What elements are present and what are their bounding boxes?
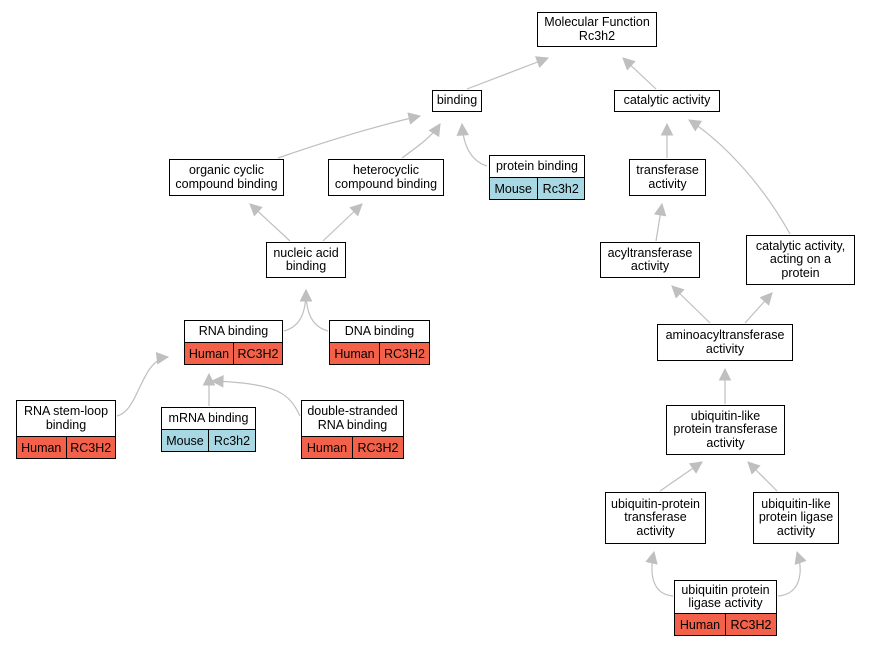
annotation-species: Human — [330, 343, 379, 364]
arrowhead-catalytic-on-protein-to-catalytic-activity — [688, 119, 703, 132]
arrowhead-rna-stem-loop-to-rna-binding — [155, 351, 170, 365]
node-binding[interactable]: binding — [432, 90, 482, 112]
node-transferase-activity[interactable]: transferase activity — [629, 159, 706, 196]
annotation-species: Human — [17, 437, 66, 458]
arrowhead-binding-to-molecular-function — [535, 56, 550, 69]
edge-dsrna-binding-to-rna-binding — [211, 380, 301, 417]
arrowhead-mrna-binding-to-rna-binding — [202, 372, 216, 386]
node-label: catalytic activity — [614, 90, 720, 112]
node-label: acyltransferase activity — [600, 242, 700, 278]
arrowhead-organic-cyclic-to-binding — [407, 112, 422, 125]
annotation-row: Human RC3H2 — [329, 343, 430, 365]
annotation-row: Human RC3H2 — [184, 343, 283, 365]
node-acyltransferase-activity[interactable]: acyltransferase activity — [600, 242, 700, 278]
annotation-species: Mouse — [162, 430, 208, 451]
node-label: RNA stem-loop binding — [16, 400, 116, 437]
node-rna-binding[interactable]: RNA binding Human RC3H2 — [184, 320, 283, 365]
annotation-gene: RC3H2 — [379, 343, 429, 364]
node-mrna-binding[interactable]: mRNA binding Mouse Rc3h2 — [161, 407, 256, 452]
node-label: organic cyclic compound binding — [169, 159, 284, 196]
annotation-gene: RC3H2 — [65, 437, 115, 458]
node-label: aminoacyltransferase activity — [657, 324, 793, 361]
arrowhead-nucleic-acid-binding-to-heterocyclic — [349, 203, 363, 217]
node-label: mRNA binding — [161, 407, 256, 430]
node-rna-stem-loop-binding[interactable]: RNA stem-loop binding Human RC3H2 — [16, 400, 116, 459]
arrowhead-transferase-activity-to-catalytic-activity — [660, 122, 674, 136]
annotation-gene: Rc3h2 — [536, 178, 584, 199]
annotation-row: Human RC3H2 — [16, 437, 116, 459]
node-label: transferase activity — [629, 159, 706, 196]
node-label: nucleic acid binding — [266, 242, 346, 278]
arrowhead-aminoacyltransferase-to-catalytic-on-protein — [759, 292, 773, 306]
node-ubiquitin-protein-transferase-activity[interactable]: ubiquitin-protein transferase activity — [605, 492, 706, 544]
node-label: ubiquitin-protein transferase activity — [605, 492, 706, 544]
node-aminoacyltransferase-activity[interactable]: aminoacyltransferase activity — [657, 324, 793, 361]
arrowhead-dsrna-binding-to-rna-binding — [210, 375, 224, 388]
annotation-row: Human RC3H2 — [674, 614, 777, 636]
arrowhead-ubl-transferase-to-aminoacyltransferase — [718, 367, 732, 381]
node-label: ubiquitin-like protein transferase activ… — [666, 405, 785, 455]
node-label: catalytic activity, acting on a protein — [746, 235, 855, 285]
node-organic-cyclic-compound-binding[interactable]: organic cyclic compound binding — [169, 159, 284, 196]
arrowhead-protein-binding-to-binding — [456, 122, 470, 136]
node-label: RNA binding — [184, 320, 283, 343]
node-label: ubiquitin protein ligase activity — [674, 580, 777, 614]
arrowhead-ub-ligase-to-ubl-ligase — [794, 550, 807, 565]
arrowhead-catalytic-activity-to-molecular-function — [622, 57, 636, 71]
arrowhead-acyltransferase-activity-to-transferase-activity — [653, 202, 667, 217]
node-label: heterocyclic compound binding — [328, 159, 444, 196]
annotation-row: Mouse Rc3h2 — [161, 430, 256, 452]
node-protein-binding[interactable]: protein binding Mouse Rc3h2 — [489, 155, 585, 200]
arrowhead-ub-transferase-to-ubl-transferase — [688, 461, 703, 474]
node-double-stranded-rna-binding[interactable]: double-stranded RNA binding Human RC3H2 — [301, 400, 404, 459]
arrowhead-ubl-ligase-to-ubl-transferase — [747, 461, 761, 475]
arrowhead-heterocyclic-to-binding — [428, 123, 441, 138]
annotation-row: Mouse Rc3h2 — [489, 178, 585, 200]
node-label: binding — [432, 90, 482, 112]
node-heterocyclic-compound-binding[interactable]: heterocyclic compound binding — [328, 159, 444, 196]
annotation-species: Human — [302, 437, 352, 458]
node-catalytic-activity-acting-on-protein[interactable]: catalytic activity, acting on a protein — [746, 235, 855, 285]
node-catalytic-activity[interactable]: catalytic activity — [614, 90, 720, 112]
node-label: DNA binding — [329, 320, 430, 343]
edge-binding-to-molecular-function — [466, 57, 549, 90]
annotation-gene: Rc3h2 — [208, 430, 255, 451]
edge-catalytic-on-protein-to-catalytic-activity — [688, 119, 791, 235]
node-dna-binding[interactable]: DNA binding Human RC3H2 — [329, 320, 430, 365]
annotation-species: Mouse — [490, 178, 537, 199]
annotation-species: Human — [185, 343, 233, 364]
node-label: protein binding — [489, 155, 585, 178]
arrowhead-aminoacyltransferase-to-acyltransferase-activity — [671, 285, 685, 299]
arrowhead-nucleic-acid-binding-to-organic-cyclic — [249, 203, 263, 217]
node-label: double-stranded RNA binding — [301, 400, 404, 437]
annotation-gene: RC3H2 — [725, 614, 776, 635]
arrowhead-dna-binding-to-nucleic-acid-binding — [299, 288, 313, 302]
edge-organic-cyclic-to-binding — [277, 115, 421, 159]
annotation-gene: RC3H2 — [233, 343, 282, 364]
annotation-gene: RC3H2 — [352, 437, 403, 458]
annotation-row: Human RC3H2 — [301, 437, 404, 459]
node-ubiquitin-like-protein-ligase-activity[interactable]: ubiquitin-like protein ligase activity — [753, 492, 839, 544]
arrowhead-ub-ligase-to-ub-transferase — [645, 550, 658, 565]
node-ubiquitin-protein-ligase-activity[interactable]: ubiquitin protein ligase activity Human … — [674, 580, 777, 636]
annotation-species: Human — [675, 614, 725, 635]
node-ubiquitin-like-protein-transferase-activity[interactable]: ubiquitin-like protein transferase activ… — [666, 405, 785, 455]
node-label: Molecular Function Rc3h2 — [537, 12, 657, 47]
node-label: ubiquitin-like protein ligase activity — [753, 492, 839, 544]
node-molecular-function[interactable]: Molecular Function Rc3h2 — [537, 12, 657, 47]
node-nucleic-acid-binding[interactable]: nucleic acid binding — [266, 242, 346, 278]
